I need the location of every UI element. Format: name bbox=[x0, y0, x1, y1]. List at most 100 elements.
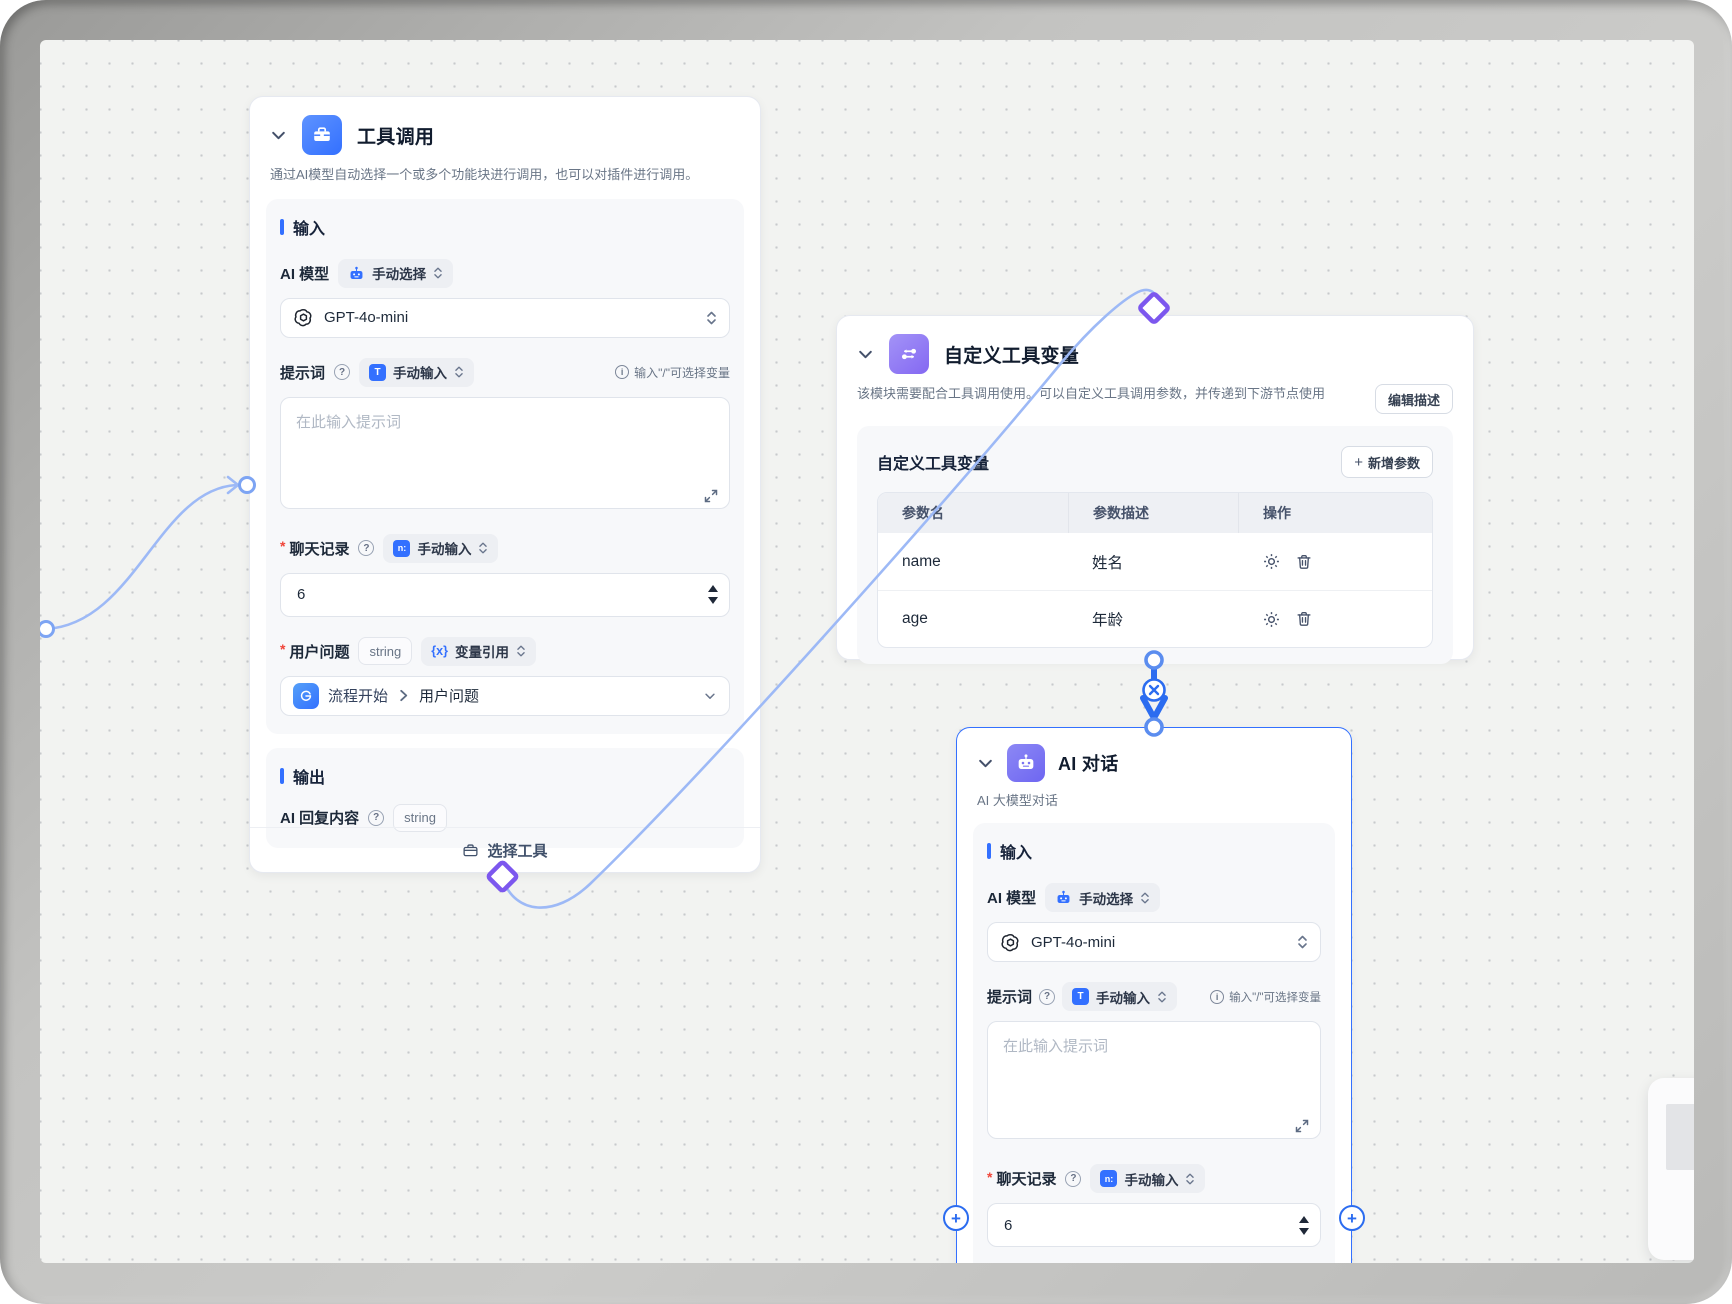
section-bar bbox=[280, 218, 284, 235]
node-description: 该模块需要配合工具调用使用。可以自定义工具调用参数，并传递到下游节点使用 bbox=[857, 386, 1326, 401]
collapse-chevron-icon[interactable] bbox=[857, 346, 874, 363]
section-title: 输入 bbox=[1000, 845, 1033, 862]
chat-history-row: * 聊天记录 ? n: 手动输入 bbox=[280, 533, 730, 563]
slash-hint-text: 输入"/"可选择变量 bbox=[634, 365, 730, 380]
prompt-textarea[interactable] bbox=[280, 396, 730, 509]
ai-model-label: AI 模型 bbox=[280, 265, 330, 283]
prompt-mode-label: 手动输入 bbox=[393, 366, 448, 381]
node-subtitle: AI 大模型对话 bbox=[977, 793, 1058, 808]
prompt-mode-badge[interactable]: T 手动输入 bbox=[1062, 982, 1178, 1011]
connect-handle-left[interactable]: + bbox=[943, 1205, 969, 1231]
ref-field-label: 用户问题 bbox=[419, 688, 480, 705]
toolbox-icon bbox=[302, 115, 342, 155]
stepper-down-icon[interactable] bbox=[708, 597, 718, 604]
history-mode-badge[interactable]: n: 手动输入 bbox=[383, 533, 499, 563]
node-description: 通过AI模型自动选择一个或多个功能块进行调用，也可以对插件进行调用。 bbox=[270, 167, 699, 182]
gear-icon[interactable] bbox=[1262, 552, 1281, 571]
help-icon[interactable]: ? bbox=[334, 364, 351, 380]
node-ai-chat[interactable]: AI 对话 AI 大模型对话 输入 AI 模型 手动选择 GPT-4o-mini bbox=[956, 727, 1352, 1263]
section-input: 输入 bbox=[987, 839, 1321, 863]
peek-thumbnail bbox=[1666, 1104, 1694, 1170]
prompt-mode-label: 手动输入 bbox=[1096, 990, 1151, 1006]
prompt-label: 提示词 bbox=[280, 364, 326, 382]
side-peek-panel[interactable] bbox=[1648, 1078, 1694, 1260]
select-tool-label: 选择工具 bbox=[487, 842, 548, 860]
ref-source-label: 流程开始 bbox=[328, 688, 389, 705]
updown-chevrons-icon bbox=[455, 366, 463, 378]
variables-table: 参数名 参数描述 操作 name 姓名 bbox=[877, 492, 1433, 648]
connect-handle-right[interactable]: + bbox=[1339, 1205, 1365, 1231]
question-mode-badge[interactable]: {x} 变量引用 bbox=[421, 636, 536, 666]
trash-icon[interactable] bbox=[1295, 553, 1313, 571]
expand-icon[interactable] bbox=[1295, 1119, 1309, 1133]
history-mode-badge[interactable]: n: 手动输入 bbox=[1090, 1164, 1206, 1193]
edge-arrowhead-icon bbox=[226, 475, 240, 495]
param-actions-cell bbox=[1238, 590, 1432, 647]
updown-chevrons-icon bbox=[706, 310, 717, 326]
param-name-cell: age bbox=[878, 590, 1068, 647]
edge-into-tool-node bbox=[45, 483, 237, 631]
flow-start-icon bbox=[293, 682, 319, 709]
edit-description-button[interactable]: 编辑描述 bbox=[1374, 384, 1453, 414]
model-select-value: GPT-4o-mini bbox=[324, 309, 409, 326]
model-select[interactable]: GPT-4o-mini bbox=[987, 922, 1321, 962]
help-icon[interactable]: ? bbox=[368, 809, 385, 826]
model-select[interactable]: GPT-4o-mini bbox=[280, 297, 730, 338]
help-icon[interactable]: ? bbox=[1065, 1170, 1082, 1187]
number-stepper[interactable] bbox=[1299, 1204, 1309, 1246]
select-tool-button[interactable]: 选择工具 bbox=[250, 827, 760, 872]
openai-icon bbox=[294, 309, 312, 327]
trash-icon[interactable] bbox=[1295, 610, 1313, 628]
collapse-chevron-icon[interactable] bbox=[270, 127, 287, 144]
section-title: 输出 bbox=[293, 769, 326, 787]
section-output: 输出 bbox=[280, 764, 730, 788]
node-custom-variables[interactable]: 自定义工具变量 该模块需要配合工具调用使用。可以自定义工具调用参数，并传递到下游… bbox=[836, 315, 1474, 664]
required-marker: * bbox=[987, 1168, 993, 1185]
updown-chevrons-icon bbox=[1141, 891, 1149, 904]
table-row: age 年龄 bbox=[878, 590, 1432, 647]
section-bar bbox=[987, 843, 991, 859]
node-title: 自定义工具变量 bbox=[944, 345, 1080, 367]
chevron-down-icon bbox=[703, 689, 717, 703]
stepper-up-icon[interactable] bbox=[708, 585, 718, 592]
number-stepper[interactable] bbox=[708, 574, 718, 616]
chat-history-label: 聊天记录 bbox=[289, 540, 350, 558]
updown-chevrons-icon bbox=[1297, 934, 1308, 950]
number-input-icon: n: bbox=[1100, 1170, 1118, 1187]
variable-reference-select[interactable]: 流程开始 用户问题 bbox=[280, 675, 730, 716]
model-mode-badge[interactable]: 手动选择 bbox=[1045, 883, 1161, 912]
ai-model-row: AI 模型 手动选择 bbox=[280, 258, 730, 288]
collapse-chevron-icon[interactable] bbox=[977, 755, 994, 772]
prompt-mode-badge[interactable]: T 手动输入 bbox=[359, 357, 475, 387]
gear-icon[interactable] bbox=[1262, 610, 1281, 629]
expand-icon[interactable] bbox=[704, 489, 718, 503]
add-param-label: 新增参数 bbox=[1367, 455, 1420, 471]
updown-chevrons-icon bbox=[1158, 990, 1166, 1003]
stepper-up-icon[interactable] bbox=[1299, 1215, 1309, 1223]
prompt-textarea[interactable] bbox=[987, 1021, 1321, 1139]
node-tool-call[interactable]: 工具调用 通过AI模型自动选择一个或多个功能块进行调用，也可以对插件进行调用。 … bbox=[249, 96, 761, 873]
history-number-input[interactable] bbox=[988, 1216, 1320, 1234]
delete-edge-button[interactable] bbox=[1142, 678, 1166, 702]
toolbox-outline-icon bbox=[463, 843, 478, 856]
text-input-icon: T bbox=[1072, 988, 1090, 1005]
close-icon bbox=[1148, 684, 1160, 696]
stepper-down-icon[interactable] bbox=[1299, 1227, 1309, 1235]
input-panel: 输入 AI 模型 手动选择 GPT-4o-mini bbox=[973, 823, 1335, 1263]
variables-panel-title: 自定义工具变量 bbox=[877, 456, 990, 473]
history-number-input[interactable] bbox=[281, 586, 729, 603]
edge-source-handle[interactable] bbox=[40, 620, 55, 638]
flow-canvas[interactable]: 工具调用 通过AI模型自动选择一个或多个功能块进行调用，也可以对插件进行调用。 … bbox=[40, 40, 1694, 1263]
help-icon[interactable]: ? bbox=[1039, 988, 1056, 1005]
help-icon[interactable]: ? bbox=[358, 540, 375, 556]
history-mode-label: 手动输入 bbox=[1124, 1172, 1179, 1188]
add-param-button[interactable]: + 新增参数 bbox=[1341, 446, 1433, 478]
model-mode-badge[interactable]: 手动选择 bbox=[338, 258, 454, 288]
user-question-label: 用户问题 bbox=[289, 643, 350, 661]
output-label: AI 回复内容 bbox=[280, 810, 360, 827]
column-header-action: 操作 bbox=[1238, 493, 1432, 533]
transfer-icon bbox=[889, 334, 929, 374]
